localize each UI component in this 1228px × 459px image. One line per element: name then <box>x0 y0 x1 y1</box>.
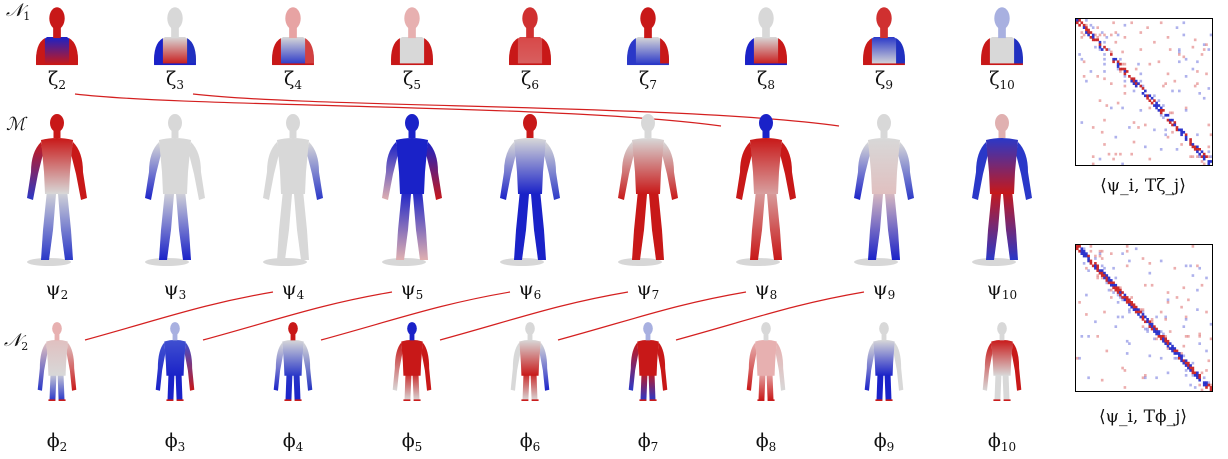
mode-label: ζ5 <box>403 68 421 92</box>
shape-M-7 <box>618 114 678 266</box>
row-N1 <box>36 7 1023 65</box>
mode-label: ζ3 <box>166 68 184 92</box>
mode-label: ψ5 <box>401 278 424 302</box>
mode-label: ζ2 <box>48 68 66 92</box>
shape-N2-5 <box>393 322 432 401</box>
shape-M-5 <box>382 114 442 266</box>
shape-N1-6 <box>509 7 551 65</box>
mode-label: ζ4 <box>284 68 302 92</box>
shape-N2-3 <box>156 322 195 401</box>
shape-M-10 <box>972 114 1032 266</box>
row-M <box>27 114 1032 266</box>
mode-label: ϕ7 <box>638 430 659 454</box>
shape-N2-8 <box>747 322 786 401</box>
shape-N1-8 <box>745 7 787 65</box>
shape-M-4 <box>263 114 323 266</box>
shape-M-2 <box>27 114 87 266</box>
mode-label: ψ10 <box>987 278 1017 302</box>
shape-N2-2 <box>38 322 77 401</box>
shape-N1-10 <box>981 7 1023 65</box>
mode-label: ζ6 <box>521 68 539 92</box>
correlation-matrix <box>1075 18 1213 166</box>
matrix-caption: ⟨ψ_i, Tϕ_j⟩ <box>1099 407 1187 427</box>
shape-N2-10 <box>983 322 1022 401</box>
shape-N1-5 <box>391 7 433 65</box>
mode-label: ψ3 <box>164 278 187 302</box>
correspondence-lines <box>75 94 864 340</box>
row-N2 <box>38 322 1022 401</box>
mode-label: ψ6 <box>519 278 542 302</box>
shape-M-9 <box>854 114 914 266</box>
mode-label: ϕ3 <box>165 430 186 454</box>
shape-N1-9 <box>863 7 905 65</box>
mode-label: ϕ10 <box>988 430 1016 454</box>
shape-N2-6 <box>511 322 550 401</box>
mode-label: ζ10 <box>989 68 1015 92</box>
mode-label: ϕ8 <box>756 430 777 454</box>
shape-N2-9 <box>865 322 904 401</box>
mode-label: ζ8 <box>757 68 775 92</box>
mode-label: ϕ2 <box>47 430 68 454</box>
mode-label: ϕ4 <box>283 430 304 454</box>
mode-label: ψ8 <box>755 278 778 302</box>
shape-N1-7 <box>627 7 669 65</box>
shape-N2-7 <box>629 322 668 401</box>
mode-label: ψ2 <box>46 278 69 302</box>
mode-label: ϕ5 <box>402 430 423 454</box>
mode-label: ψ7 <box>637 278 660 302</box>
matrix-caption: ⟨ψ_i, Tζ_j⟩ <box>1100 176 1186 196</box>
shape-N1-4 <box>272 7 314 65</box>
shape-N1-2 <box>36 7 78 65</box>
row-label-N2: 𝒩2 <box>4 330 28 353</box>
row-label-N1: 𝒩1 <box>6 0 30 23</box>
shape-M-6 <box>500 114 560 266</box>
mode-label: ζ7 <box>639 68 657 92</box>
shape-N1-3 <box>154 7 196 65</box>
mode-label: ϕ9 <box>874 430 895 454</box>
row-label-M: ℳ <box>6 114 25 135</box>
correlation-matrix <box>1075 244 1213 392</box>
mode-label: ψ4 <box>282 278 305 302</box>
mode-label: ζ9 <box>875 68 893 92</box>
shape-N2-4 <box>274 322 313 401</box>
shape-M-8 <box>736 114 796 266</box>
mode-label: ψ9 <box>873 278 896 302</box>
mode-label: ϕ6 <box>520 430 541 454</box>
shape-M-3 <box>145 114 205 266</box>
